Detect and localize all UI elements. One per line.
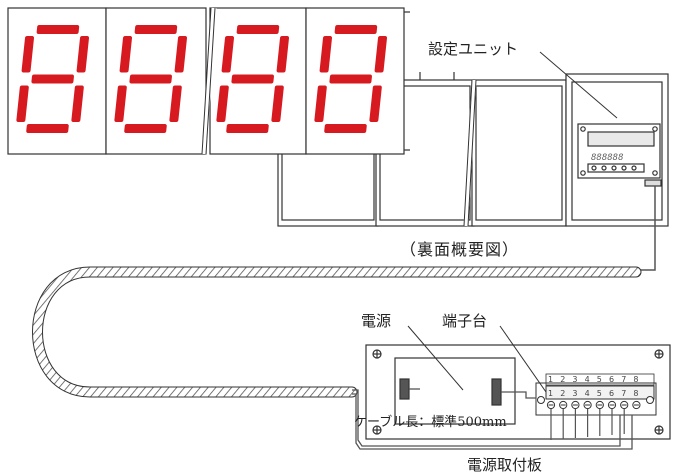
seven-segment-digits bbox=[16, 25, 388, 133]
terminal-number-top-5: 5 bbox=[597, 375, 602, 384]
digit-3-segment-6 bbox=[221, 36, 235, 73]
terminal-block-leader bbox=[499, 325, 547, 393]
terminal-number-top-6: 6 bbox=[609, 375, 614, 384]
digit-2-segment-7 bbox=[129, 74, 172, 84]
digit-1-segment-1 bbox=[36, 25, 80, 34]
setting-unit bbox=[565, 73, 669, 227]
digit-2 bbox=[114, 25, 188, 133]
terminal-number-top-2: 2 bbox=[560, 375, 565, 384]
digit-3-segment-2 bbox=[276, 36, 290, 73]
power-supply-box bbox=[394, 357, 516, 425]
terminal-number-strip bbox=[545, 373, 655, 386]
terminal-number-6: 6 bbox=[609, 389, 614, 398]
digit-3-segment-1 bbox=[236, 25, 280, 34]
digit-4-segment-3 bbox=[369, 85, 382, 122]
plate-wiring bbox=[352, 388, 633, 450]
digit-3-segment-5 bbox=[216, 85, 229, 122]
terminal-number-top-1: 1 bbox=[548, 375, 553, 384]
digit-4-segment-6 bbox=[319, 36, 333, 73]
connector-wire bbox=[640, 186, 656, 271]
digit-2-segment-4 bbox=[124, 124, 167, 133]
terminal-number-2: 2 bbox=[560, 389, 565, 398]
terminal-block-label: 端子台 bbox=[442, 312, 488, 330]
break-marks bbox=[201, 7, 477, 227]
digit-3-segment-3 bbox=[271, 85, 284, 122]
digit-1-segment-6 bbox=[21, 36, 35, 73]
digit-1 bbox=[16, 25, 90, 133]
terminal-number-1: 1 bbox=[548, 389, 553, 398]
twisted-cable bbox=[32, 266, 642, 398]
digit-4-segment-2 bbox=[374, 36, 388, 73]
digit-4-segment-7 bbox=[329, 74, 372, 84]
power-supply-label: 電源 bbox=[361, 312, 392, 330]
terminal-number-5: 5 bbox=[597, 389, 602, 398]
digit-2-segment-3 bbox=[169, 85, 182, 122]
setting-unit-leader bbox=[539, 51, 618, 119]
terminal-number-3: 3 bbox=[572, 389, 577, 398]
digit-2-segment-1 bbox=[134, 25, 178, 34]
digit-4-segment-1 bbox=[334, 25, 378, 34]
digit-4-segment-5 bbox=[314, 85, 327, 122]
digit-1-segment-5 bbox=[16, 85, 29, 122]
terminal-number-top-7: 7 bbox=[621, 375, 626, 384]
digit-4 bbox=[314, 25, 388, 133]
terminal-number-top-3: 3 bbox=[572, 375, 577, 384]
terminal-number-7: 7 bbox=[621, 389, 626, 398]
terminal-drop-wires bbox=[550, 409, 625, 440]
terminal-number-top-4: 4 bbox=[585, 375, 590, 384]
digit-1-segment-3 bbox=[71, 85, 84, 122]
digit-4-segment-4 bbox=[324, 124, 367, 133]
unit-display-readout: 888888 bbox=[591, 153, 624, 163]
power-supply-leader bbox=[407, 325, 464, 391]
terminal-number-4: 4 bbox=[585, 389, 590, 398]
terminal-numbers: 1 12 23 34 45 56 67 78 8 bbox=[545, 373, 655, 398]
digit-2-segment-2 bbox=[174, 36, 188, 73]
digit-3-segment-7 bbox=[231, 74, 274, 84]
digit-1-segment-4 bbox=[26, 124, 69, 133]
terminal-number-top-8: 8 bbox=[633, 375, 638, 384]
terminal-number-8: 8 bbox=[633, 389, 638, 398]
power-mount-plate-label: 電源取付板 bbox=[467, 456, 543, 474]
setting-unit-label: 設定ユニット bbox=[428, 40, 519, 58]
digit-2-segment-5 bbox=[114, 85, 127, 122]
digit-1-segment-7 bbox=[31, 74, 74, 84]
digit-3 bbox=[216, 25, 290, 133]
terminal-screws bbox=[546, 400, 641, 410]
terminal-block bbox=[535, 382, 657, 416]
digit-2-segment-6 bbox=[119, 36, 133, 73]
digit-1-segment-2 bbox=[76, 36, 90, 73]
cable-length-label: ケーブル長：標準500mm bbox=[354, 415, 507, 430]
rear-view-caption: （裏面概要図） bbox=[400, 240, 520, 259]
digit-3-segment-4 bbox=[226, 124, 269, 133]
